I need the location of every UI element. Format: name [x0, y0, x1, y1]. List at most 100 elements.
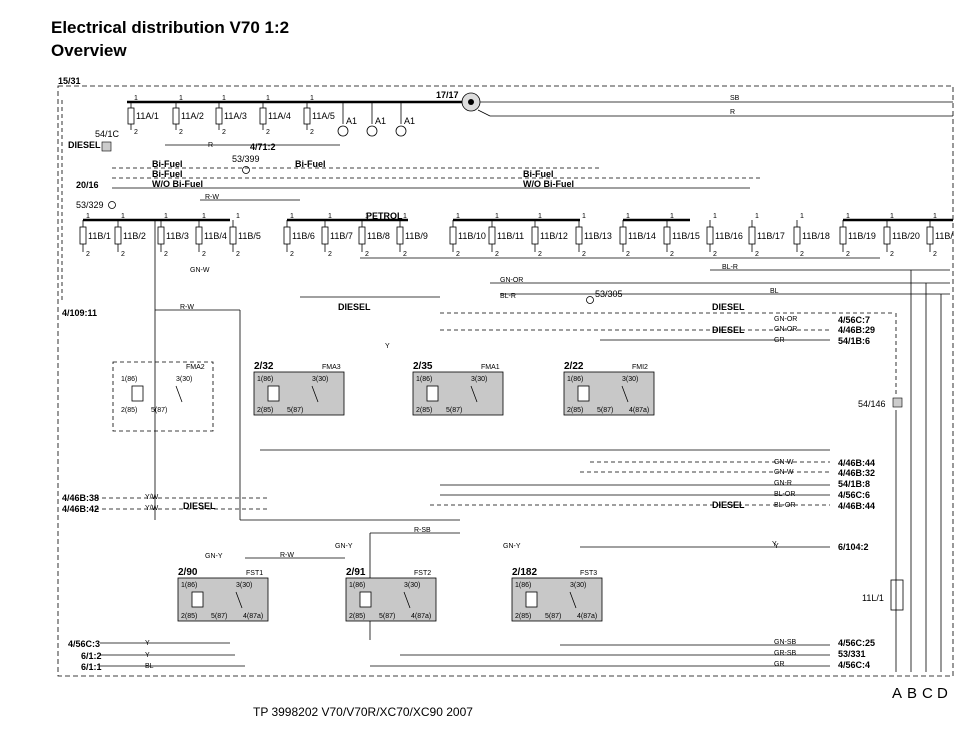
connector-left-code: 4/46B:42 — [62, 504, 99, 514]
connector-right-wire: Y — [774, 543, 779, 550]
supply-label: 15/31 — [58, 76, 81, 86]
relay-pin-85: 2(85) — [567, 407, 583, 414]
bi-fuel-label-1: Bi-Fuel — [152, 159, 183, 169]
fuse-11b-label: 11B/7 — [330, 231, 353, 241]
relay-name: FMI2 — [632, 364, 648, 371]
fuse-11a-label: 11A/1 — [136, 111, 159, 121]
relay-pin-87: 5(87) — [211, 613, 227, 620]
connector-right-code: 4/46B:29 — [838, 325, 875, 335]
relay-pin-87a: 4(87a) — [243, 613, 263, 620]
connector-left-code: 4/56C:3 — [68, 639, 100, 649]
fuse-11b-pin-top: 1 — [365, 213, 369, 220]
connector-right-code: 4/56C:4 — [838, 660, 870, 670]
fuse-11b-label: 11B/9 — [405, 231, 428, 241]
relay-pin-87: 5(87) — [446, 407, 462, 414]
connector-left-wire: Y — [145, 652, 150, 659]
fuse-11b-pin-bottom: 2 — [800, 251, 804, 258]
fuse-11b — [157, 226, 165, 245]
connector-right-wire: GR — [774, 661, 785, 668]
relay-name: FMA1 — [481, 364, 500, 371]
component-53-399: 53/399 — [232, 154, 260, 164]
fuse-11b-pin-bottom: 2 — [846, 251, 850, 258]
component-53-329: 53/329 — [76, 200, 104, 210]
fuse-11b-pin-bottom: 2 — [236, 251, 240, 258]
fuse-11b-label: 11B/11 — [497, 231, 524, 241]
fuse-11b-label: 11B/10 — [458, 231, 486, 241]
bus-letter: A — [892, 685, 902, 702]
connector-left-wire: Y — [145, 640, 150, 647]
fuse-11b-pin-top: 1 — [713, 213, 717, 220]
wire-label-blr: BL-R — [500, 293, 516, 300]
bus-letter: D — [937, 685, 948, 702]
fuse-11b-pin-bottom: 2 — [456, 251, 460, 258]
wire-label-gnw: GN-W — [190, 267, 210, 274]
relay-coil — [577, 385, 590, 402]
relay-switch — [569, 591, 577, 609]
relay-pin-85: 2(85) — [416, 407, 432, 414]
fuse-11b-pin-bottom: 2 — [202, 251, 206, 258]
fuse-11a-label: 11A/3 — [224, 111, 247, 121]
connector-right-code: 4/56C:25 — [838, 638, 875, 648]
fuse-11b-pin-bottom: 2 — [933, 251, 937, 258]
fuse-11b-label: 11B/12 — [540, 231, 568, 241]
fuse-11b — [575, 226, 583, 245]
wire-label-r: R — [730, 109, 735, 116]
fuse-11b-pin-bottom: 2 — [403, 251, 407, 258]
connector-right-wire: GR — [774, 337, 785, 344]
connector-right-code: 4/46B:44 — [838, 458, 875, 468]
relay-pin-86: 1(86) — [257, 376, 273, 383]
fuse-11b — [793, 226, 801, 245]
connector-left-wire: BL — [145, 663, 154, 670]
relay-code: 2/90 — [178, 567, 198, 578]
fuse-11b — [114, 226, 122, 245]
relay-pin-87: 5(87) — [597, 407, 613, 414]
fuse-11b-label: 11B/15 — [672, 231, 700, 241]
relay-pin-86: 1(86) — [121, 376, 137, 383]
relay-body — [345, 577, 437, 622]
fuse-11b-label: 11B/2 — [123, 231, 146, 241]
fuse-11b-pin-bottom: 2 — [626, 251, 630, 258]
fuse-11b-pin-bottom: 2 — [290, 251, 294, 258]
connector-right-wire: GN-OR — [774, 316, 797, 323]
fuse-11b — [229, 226, 237, 245]
fuse-11b-pin-top: 1 — [800, 213, 804, 220]
relay-name: FST1 — [246, 570, 263, 577]
fuse-11l-1 — [890, 579, 904, 611]
relay-switch — [235, 591, 243, 609]
relay-pin-86: 1(86) — [349, 582, 365, 589]
connector-left-wire: Y/W — [145, 505, 159, 512]
fuse-11b-pin-top: 1 — [328, 213, 332, 220]
fuse-11b — [195, 226, 203, 245]
connector-left-code: 4/46B:38 — [62, 493, 99, 503]
wire-r-bend — [477, 109, 491, 117]
fuse-11b-label: 11B/13 — [584, 231, 612, 241]
fuse-11b-label: 11B/3 — [166, 231, 189, 241]
relay-pin-87a: 4(87a) — [629, 407, 649, 414]
relay-coil — [267, 385, 280, 402]
fuse-11b-pin-top: 1 — [755, 213, 759, 220]
bus-letter: B — [907, 685, 917, 702]
relay-code: 2/182 — [512, 567, 537, 578]
fuse-11b-label: 11B/14 — [628, 231, 656, 241]
fuse-11b-pin-bottom: 2 — [164, 251, 168, 258]
fuse-11b — [283, 226, 291, 245]
relay-pin-30: 3(30) — [176, 376, 192, 383]
fuse-11b-label: 11B/ — [935, 231, 953, 241]
wire-label-bl: BL — [770, 288, 779, 295]
fuse-11b-pin-top: 1 — [846, 213, 850, 220]
connector-right-wire: GR-SB — [774, 650, 797, 657]
relay-switch — [403, 591, 411, 609]
relay-pin-30: 3(30) — [622, 376, 638, 383]
document-reference: TP 3998202 V70/V70R/XC70/XC90 2007 — [253, 705, 473, 719]
fuse-11b — [926, 226, 934, 245]
relay-pin-30: 3(30) — [471, 376, 487, 383]
fuse-11a-pin-bottom: 2 — [134, 129, 138, 136]
wo-bi-fuel-label-2: W/O Bi-Fuel — [523, 179, 574, 189]
connector-right-code: 4/46B:32 — [838, 468, 875, 478]
relay-pin-87: 5(87) — [379, 613, 395, 620]
fuse-11a-pin-top: 1 — [266, 95, 270, 102]
bi-fuel-label-2: Bi-Fuel — [152, 169, 183, 179]
